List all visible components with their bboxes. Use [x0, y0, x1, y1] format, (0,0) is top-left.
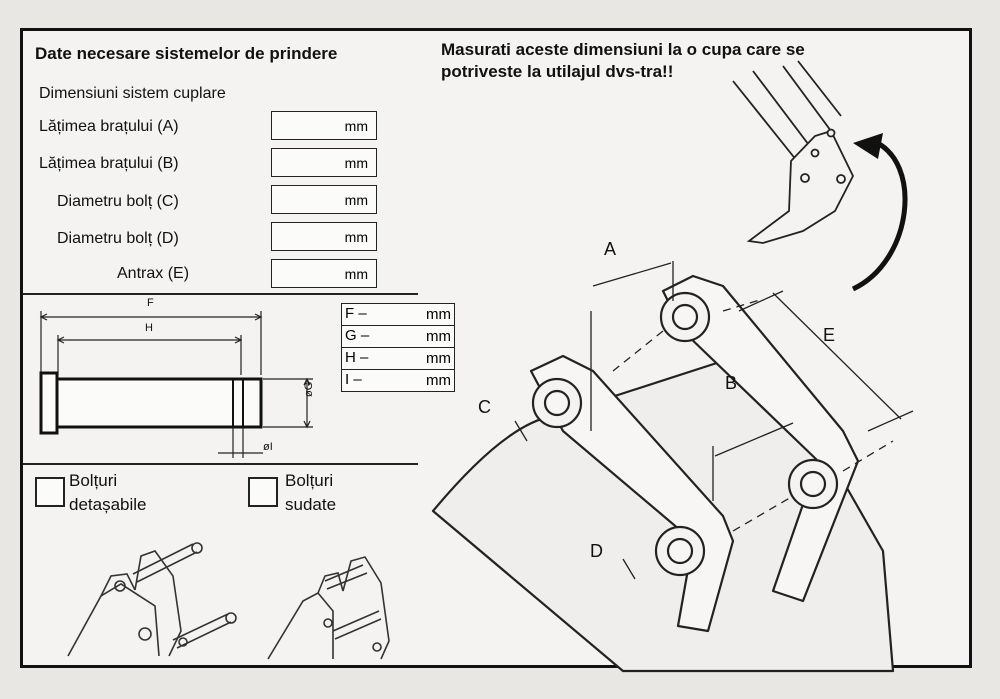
excavator-arm-sketch — [732, 60, 908, 292]
divider-line — [23, 463, 418, 465]
field-label-pin-diameter-d: Diametru bolț (D) — [57, 230, 179, 247]
measure-instruction-line2: potriveste la utilajul dvs-tra!! — [441, 62, 674, 81]
welded-pins-checkbox[interactable] — [248, 477, 278, 507]
field-label-spacing-e: Antrax (E) — [117, 265, 190, 282]
pin-dim-row-g[interactable]: G –mm — [342, 326, 454, 348]
coupling-form-sheet: Date necesare sistemelor de prindere Dim… — [20, 28, 972, 673]
dimension-label-b: B — [725, 373, 738, 393]
detachable-pins-illustration — [67, 542, 237, 657]
pin-length-f-label: F — [147, 297, 154, 309]
field-label-arm-width-a: Lățimea brațului (A) — [39, 118, 179, 135]
field-label-pin-diameter-c: Diametru bolț (C) — [57, 193, 179, 210]
welded-pins-illustration — [267, 556, 390, 660]
detachable-pins-label: detașabile — [69, 495, 147, 514]
welded-pins-label: sudate — [285, 495, 337, 514]
dimension-label-e: E — [823, 325, 836, 345]
pin-diameter-i-label: øI — [263, 441, 273, 453]
pin-dim-row-h[interactable]: H –mm — [342, 348, 454, 370]
pin-dimension-table: F –mm G –mm H –mm I –mm — [341, 303, 455, 392]
dimension-label-c: C — [478, 397, 491, 417]
form-title: Date necesare sistemelor de prindere — [35, 44, 338, 63]
welded-pins-label: Bolțuri — [285, 471, 334, 490]
pin-diameter-d-field[interactable]: mm — [271, 222, 377, 251]
form-subtitle: Dimensiuni sistem cuplare — [39, 85, 226, 102]
arm-width-b-field[interactable]: mm — [271, 148, 377, 177]
detachable-pins-checkbox[interactable] — [35, 477, 65, 507]
pin-diameter-c-field[interactable]: mm — [271, 185, 377, 214]
measure-instruction-line1: Masurati aceste dimensiuni la o cupa car… — [441, 40, 805, 59]
spacing-e-field[interactable]: mm — [271, 259, 377, 288]
coupling-dimension-diagram — [431, 261, 914, 673]
field-label-arm-width-b: Lățimea brațului (B) — [39, 155, 179, 172]
pin-dim-row-f[interactable]: F –mm — [342, 304, 454, 326]
pin-dimension-drawing — [39, 311, 313, 458]
dimension-label-d: D — [590, 541, 603, 561]
pin-dim-row-i[interactable]: I –mm — [345, 371, 451, 389]
divider-line — [23, 293, 418, 295]
pin-diameter-g-label: øG — [303, 381, 315, 397]
arm-width-a-field[interactable]: mm — [271, 111, 377, 140]
dimension-label-a: A — [604, 239, 617, 259]
pin-length-h-label: H — [145, 322, 153, 334]
detachable-pins-label: Bolțuri — [69, 471, 118, 490]
